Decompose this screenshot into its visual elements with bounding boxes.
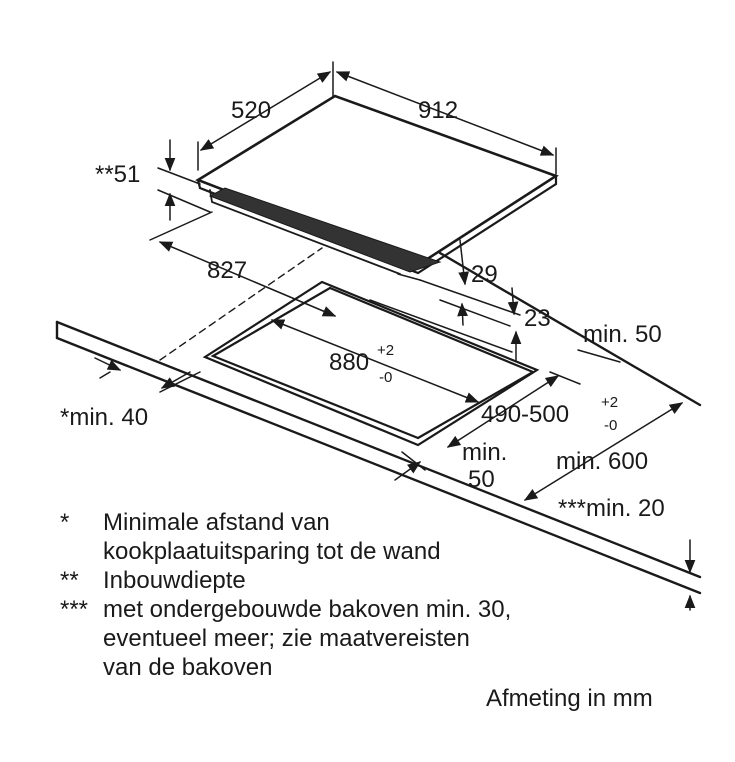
dim-min-50-front-value: 50 <box>468 466 495 493</box>
dim-min-20: ***min. 20 <box>558 495 665 522</box>
dim-min-600: min. 600 <box>556 448 649 475</box>
dim-cutout-width-880: 880 <box>329 349 370 376</box>
dim-min-50-front-label: min. <box>462 439 508 466</box>
dim-min-40: *min. 40 <box>60 404 149 431</box>
note-1-line-1: Minimale afstand van <box>103 509 330 536</box>
dim-depth-520: 520 <box>231 97 272 124</box>
dim-cutout-depth: 490-500 <box>481 401 570 428</box>
note-3-line-2: eventueel meer; zie maatvereisten <box>103 625 470 652</box>
dim-cutout-depth-tol-plus: +2 <box>601 394 619 411</box>
dim-cutout-depth-tol-minus: -0 <box>604 417 618 434</box>
note-marker-1: * <box>60 509 70 536</box>
note-2-line-1: Inbouwdiepte <box>103 567 246 594</box>
note-marker-2: ** <box>60 567 79 594</box>
dim-827: 827 <box>207 257 248 284</box>
unit-note: Afmeting in mm <box>486 685 653 712</box>
dim-29: 29 <box>471 261 498 288</box>
note-3-line-3: van de bakoven <box>103 654 273 681</box>
note-1-line-2: kookplaatuitsparing tot de wand <box>103 538 441 565</box>
dim-installation-depth-51: **51 <box>95 161 141 188</box>
note-3-line-1: met ondergebouwde bakoven min. 30, <box>103 596 512 623</box>
dimension-lines <box>94 61 696 611</box>
dim-width-912: 912 <box>418 97 459 124</box>
dim-23: 23 <box>524 305 551 332</box>
dim-cutout-width-tol-minus: -0 <box>379 369 393 386</box>
dim-min-50-right: min. 50 <box>583 321 662 348</box>
hob <box>195 94 559 281</box>
note-marker-3: *** <box>60 596 89 623</box>
dim-cutout-width-tol-plus: +2 <box>377 342 395 359</box>
